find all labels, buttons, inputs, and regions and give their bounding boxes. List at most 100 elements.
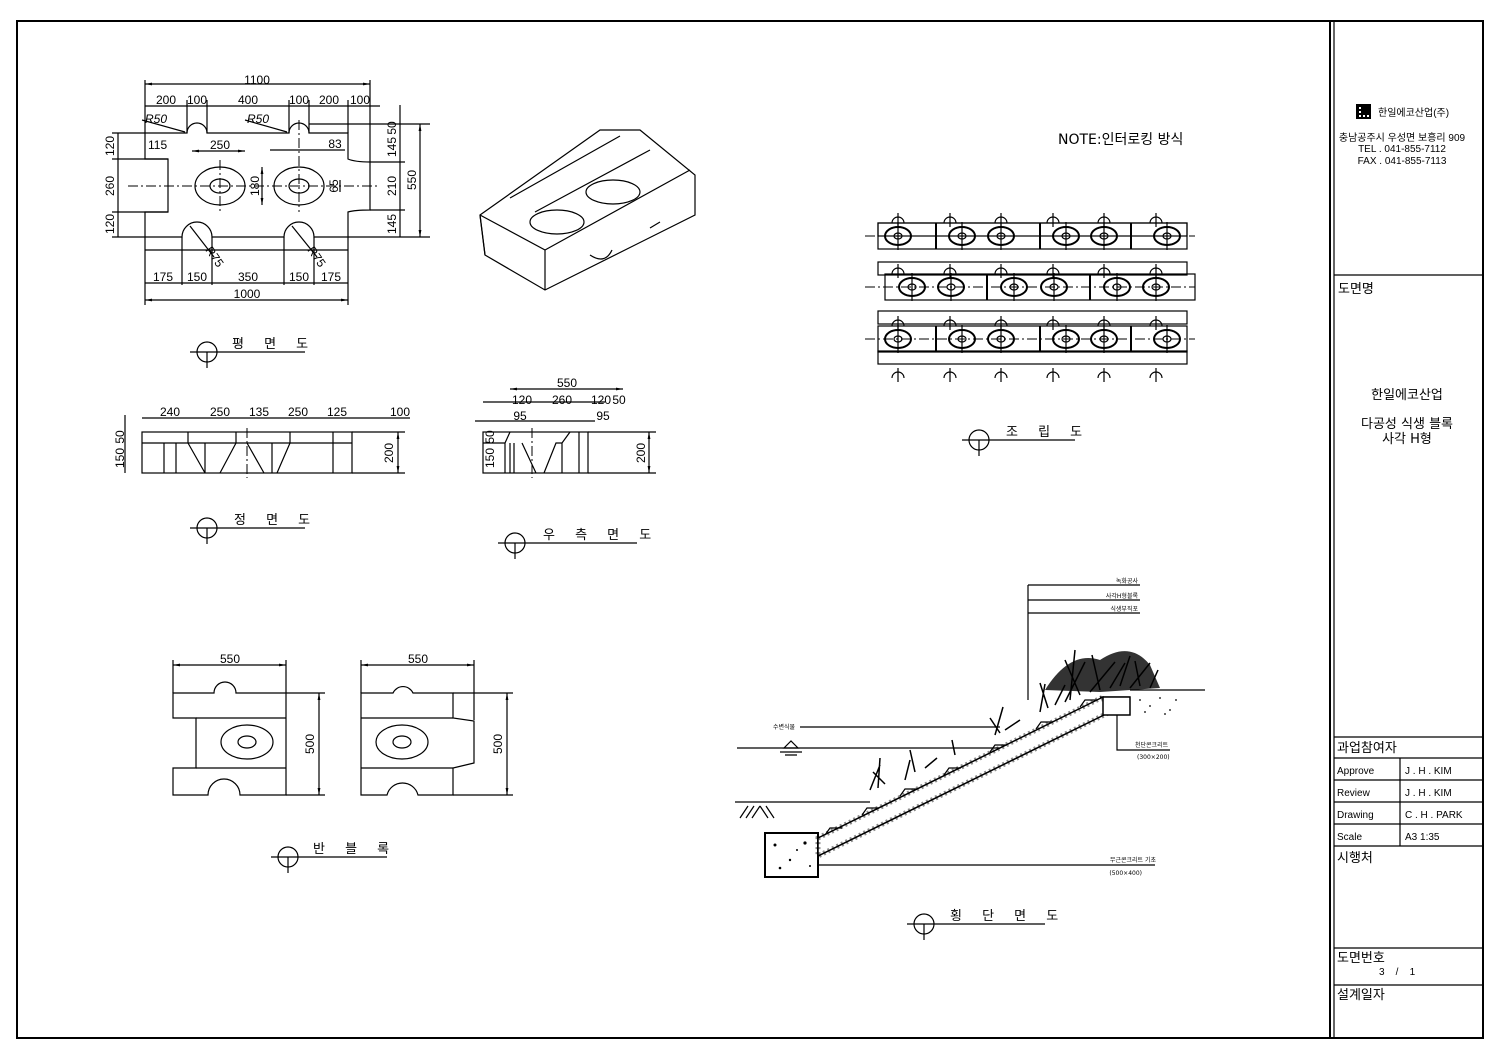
label-foundation-size: (500×400) bbox=[1109, 870, 1142, 877]
section-mark-front: 정 면 도 bbox=[190, 513, 318, 544]
view-title: 평 면 도 bbox=[232, 337, 316, 352]
dim-label: 120 bbox=[512, 393, 532, 407]
block-slope bbox=[817, 695, 1109, 858]
drawing-name-line2: 사각 H형 bbox=[1382, 432, 1432, 447]
dim-label: 150 bbox=[289, 270, 309, 284]
dim-label: 95 bbox=[596, 409, 610, 423]
drawing-name-company: 한일에코산업 bbox=[1371, 388, 1443, 403]
dim-label: 175 bbox=[153, 270, 173, 284]
view-title: 반 블 록 bbox=[313, 842, 397, 857]
assembly-block-row bbox=[884, 273, 1196, 301]
dim-label: 240 bbox=[160, 405, 180, 419]
label-aquatic-plants: 수변식물 bbox=[773, 723, 796, 731]
dim-label: 145 bbox=[385, 214, 399, 234]
assembly-strip bbox=[877, 222, 1188, 237]
label-foundation: 무근콘크리트 기초 bbox=[1110, 856, 1157, 864]
dim-label: 50 bbox=[113, 430, 127, 444]
assembly-notch bbox=[1046, 368, 1060, 382]
assembly-notch bbox=[1149, 316, 1163, 330]
dim-label: 400 bbox=[238, 93, 258, 107]
dim-label: 200 bbox=[382, 443, 396, 463]
assembly-strip bbox=[877, 261, 1188, 276]
dim-label: 120 bbox=[591, 393, 611, 407]
label-block: 사각H형블록 bbox=[1106, 592, 1139, 600]
dim-label: 125 bbox=[327, 405, 347, 419]
view-title: 정 면 도 bbox=[234, 513, 318, 528]
assembly-notch bbox=[1149, 213, 1163, 227]
dim-label: 260 bbox=[103, 176, 117, 196]
note-text: NOTE:인터로킹 방식 bbox=[1058, 132, 1183, 148]
dim-label: 175 bbox=[321, 270, 341, 284]
dim-label: 95 bbox=[513, 409, 527, 423]
foundation-concrete bbox=[764, 832, 819, 878]
participants-label: 과업참여자 bbox=[1337, 741, 1397, 756]
dim-label: 50 bbox=[483, 430, 497, 444]
dim-label: 150 bbox=[483, 448, 497, 468]
scale-value: A3 1:35 bbox=[1405, 832, 1440, 843]
assembly-notch bbox=[891, 264, 905, 278]
drawing-label: Drawing bbox=[1337, 810, 1374, 821]
view-title: 우 측 면 도 bbox=[543, 528, 659, 543]
company-tel: TEL . 041-855-7112 bbox=[1358, 144, 1446, 155]
view-title: 횡 단 면 도 bbox=[950, 909, 1066, 924]
dim-label: 200 bbox=[319, 93, 339, 107]
radius-label: R50 bbox=[145, 112, 167, 126]
section-mark-cross: 횡 단 면 도 bbox=[907, 909, 1066, 940]
assembly-notch bbox=[1149, 368, 1163, 382]
plan-view: 1100 200 100 400 100 200 100 R50 R50 115… bbox=[103, 73, 430, 305]
assembly-notch bbox=[891, 213, 905, 227]
dim-label: 83 bbox=[328, 137, 342, 151]
company-name: 한일에코산업(주) bbox=[1378, 106, 1449, 119]
assembly-notch bbox=[943, 316, 957, 330]
dim-label: 120 bbox=[103, 214, 117, 234]
section-mark-assembly: 조 립 도 bbox=[962, 425, 1082, 456]
dim-label: 100 bbox=[289, 93, 309, 107]
dim-label: 260 bbox=[552, 393, 572, 407]
drawing-number-label: 도면번호 bbox=[1337, 951, 1385, 966]
drawing-value: C . H . PARK bbox=[1405, 810, 1463, 821]
assembly-block-row bbox=[877, 325, 1188, 353]
section-mark-half: 반 블 록 bbox=[271, 842, 397, 873]
approve-label: Approve bbox=[1337, 766, 1375, 777]
assembly-notch bbox=[1046, 213, 1060, 227]
right-side-view: 550 120 260 120 50 95 95 150 50 200 bbox=[475, 376, 656, 478]
half-block-left: 550 500 bbox=[172, 652, 325, 796]
design-date-label: 설계일자 bbox=[1337, 988, 1385, 1003]
dim-label: 180 bbox=[248, 176, 262, 196]
assembly-notch bbox=[943, 213, 957, 227]
assembly-strip bbox=[877, 350, 1188, 365]
assembly-notch bbox=[943, 264, 957, 278]
label-crown-size: (300×200) bbox=[1137, 754, 1170, 761]
dim-label: 550 bbox=[557, 376, 577, 390]
dim-label: 150 bbox=[187, 270, 207, 284]
assembly-notch bbox=[994, 213, 1008, 227]
assembly-notch bbox=[994, 316, 1008, 330]
dim-label: 200 bbox=[156, 93, 176, 107]
dim-label: 115 bbox=[148, 138, 167, 152]
assembly-notch bbox=[1046, 264, 1060, 278]
dim-label: 500 bbox=[303, 734, 317, 754]
dim-label: 250 bbox=[288, 405, 308, 419]
assembly-notch bbox=[1097, 316, 1111, 330]
client-label: 시행처 bbox=[1337, 850, 1373, 866]
assembly-notch bbox=[1097, 264, 1111, 278]
assembly-strip bbox=[877, 310, 1188, 325]
assembly-notch bbox=[891, 316, 905, 330]
dim-label: 100 bbox=[187, 93, 207, 107]
radius-label: R75 bbox=[305, 244, 329, 270]
dim-label: 150 bbox=[113, 448, 127, 468]
front-view: 240 250 135 250 125 100 150 50 200 bbox=[113, 405, 410, 478]
assembly-notch bbox=[994, 264, 1008, 278]
crown-concrete bbox=[1102, 696, 1131, 716]
dim-label: 65 bbox=[327, 179, 341, 193]
dim-label: 145 bbox=[385, 137, 399, 157]
dim-label: 120 bbox=[103, 136, 117, 156]
section-mark-plan: 평 면 도 bbox=[190, 337, 316, 368]
dim-label: 100 bbox=[390, 405, 410, 419]
cross-section-view: 녹화공사 사각H형블록 식생부직포 수변식물 천단콘크리트 (300×200) … bbox=[735, 577, 1205, 878]
dim-label: 1000 bbox=[234, 287, 261, 301]
assembly-notch bbox=[1149, 264, 1163, 278]
assembly-notch bbox=[994, 368, 1008, 382]
isometric-block bbox=[479, 129, 696, 291]
